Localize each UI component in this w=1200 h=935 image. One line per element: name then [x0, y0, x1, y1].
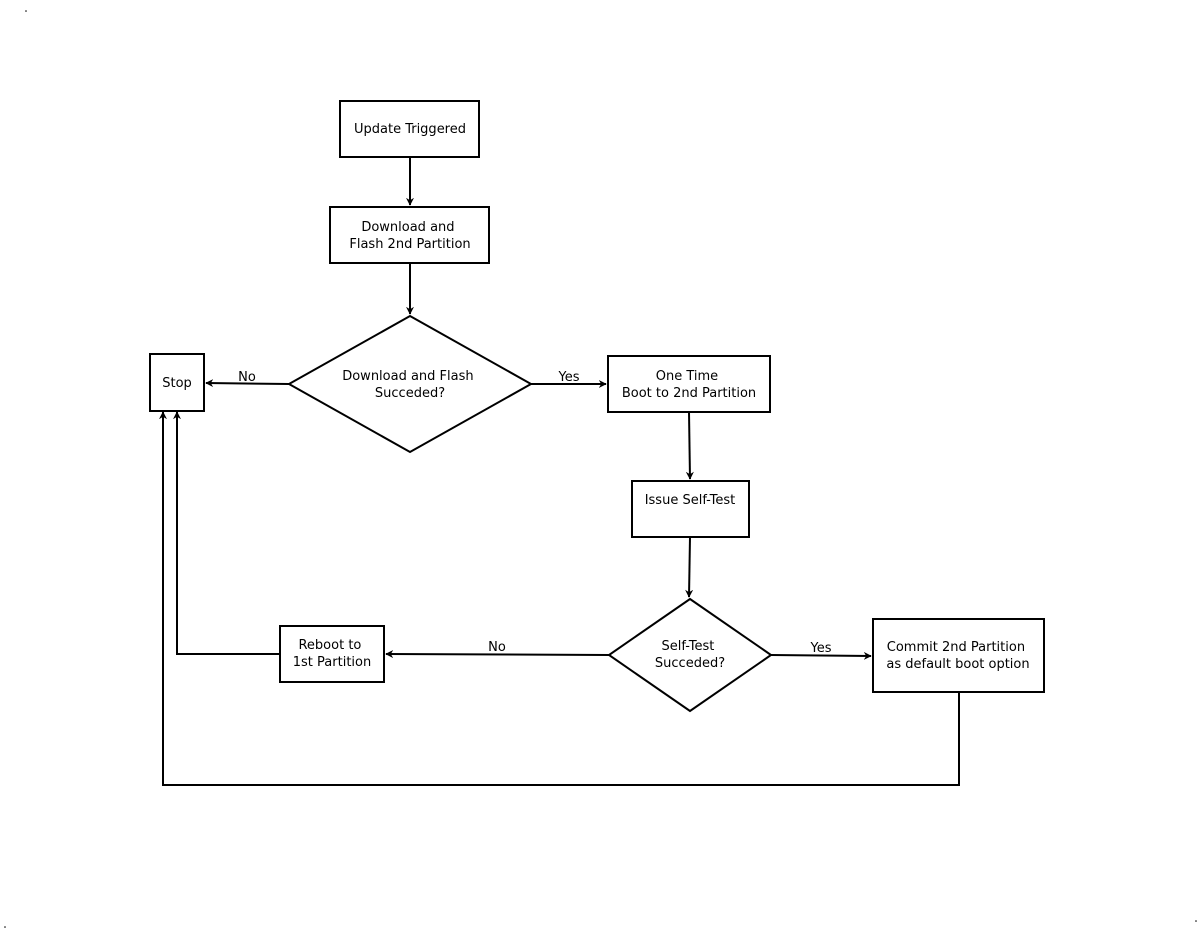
node-label-line: Issue Self-Test [645, 493, 736, 508]
edge-selftest-yes-to-commit [770, 651, 872, 660]
node-label-line: Update Triggered [354, 122, 466, 137]
node-label-line: Flash 2nd Partition [349, 237, 470, 252]
edge-download-no-to-stop [205, 379, 290, 388]
node-label-line: Succeded? [375, 386, 445, 401]
node-label-line: Succeded? [655, 656, 725, 671]
edge-commit-to-stop [159, 411, 960, 786]
edge-labels: No Yes No Yes [238, 370, 832, 656]
node-label-line: One Time [656, 369, 718, 384]
edge-label-selftest-no: No [488, 640, 506, 655]
corner-speck [4, 926, 6, 928]
node-label-line: Download and [361, 220, 454, 235]
svg-text:Commit 2nd Partition as: Commit 2nd Partition as default boot opt… [886, 640, 1029, 672]
node-label-line: Stop [162, 376, 192, 391]
decision-download-succeeded: Download and Flash Succeded? [286, 314, 534, 454]
node-issue-self-test: Issue Self-Test [631, 480, 750, 538]
edge-label-selftest-yes: Yes [810, 641, 832, 656]
svg-text:Self-Test Succeded?: Self-Test Succeded? [655, 639, 725, 671]
node-label-line: Self-Test [662, 639, 715, 654]
edge-label-download-no: No [238, 370, 256, 385]
svg-text:Reboot to 1st Partition: Reboot to 1st Partition [293, 638, 371, 670]
edge-reboot-to-stop [173, 411, 280, 655]
edge-selftest-to-decision [685, 536, 694, 598]
edge-label-download-yes: Yes [558, 370, 580, 385]
node-label-line: 1st Partition [293, 655, 371, 670]
node-label-line: as default boot option [886, 657, 1029, 672]
svg-text:Stop: Stop [162, 376, 192, 391]
node-label-line: Commit 2nd Partition [887, 640, 1025, 655]
node-label-line: Boot to 2nd Partition [622, 386, 756, 401]
node-commit-second-partition: Commit 2nd Partition as default boot opt… [872, 618, 1045, 693]
edges [159, 157, 960, 786]
corner-speck [25, 10, 27, 12]
svg-text:One Time Boot to 2nd Par: One Time Boot to 2nd Partition [622, 369, 756, 401]
edge-selftest-no-to-reboot [385, 650, 610, 659]
svg-text:Issue Self-Test: Issue Self-Test [645, 493, 736, 508]
svg-text:Download and Flash 2nd P: Download and Flash 2nd Partition [349, 220, 470, 252]
node-stop: Stop [149, 353, 205, 412]
edge-boot-to-selftest [685, 411, 694, 480]
node-label-line: Reboot to [298, 638, 361, 653]
svg-text:Download and Flash Succe: Download and Flash Succeded? [342, 369, 478, 401]
corner-speck [1195, 920, 1197, 922]
decision-self-test-succeeded: Self-Test Succeded? [607, 597, 773, 713]
node-label-line: Download and Flash [342, 369, 473, 384]
node-reboot-first-partition: Reboot to 1st Partition [279, 625, 385, 683]
node-update-triggered: Update Triggered [339, 100, 480, 158]
node-download-and-flash: Download and Flash 2nd Partition [329, 206, 490, 264]
svg-text:Update Triggered: Update Triggered [354, 122, 466, 137]
node-one-time-boot: One Time Boot to 2nd Partition [607, 355, 771, 413]
